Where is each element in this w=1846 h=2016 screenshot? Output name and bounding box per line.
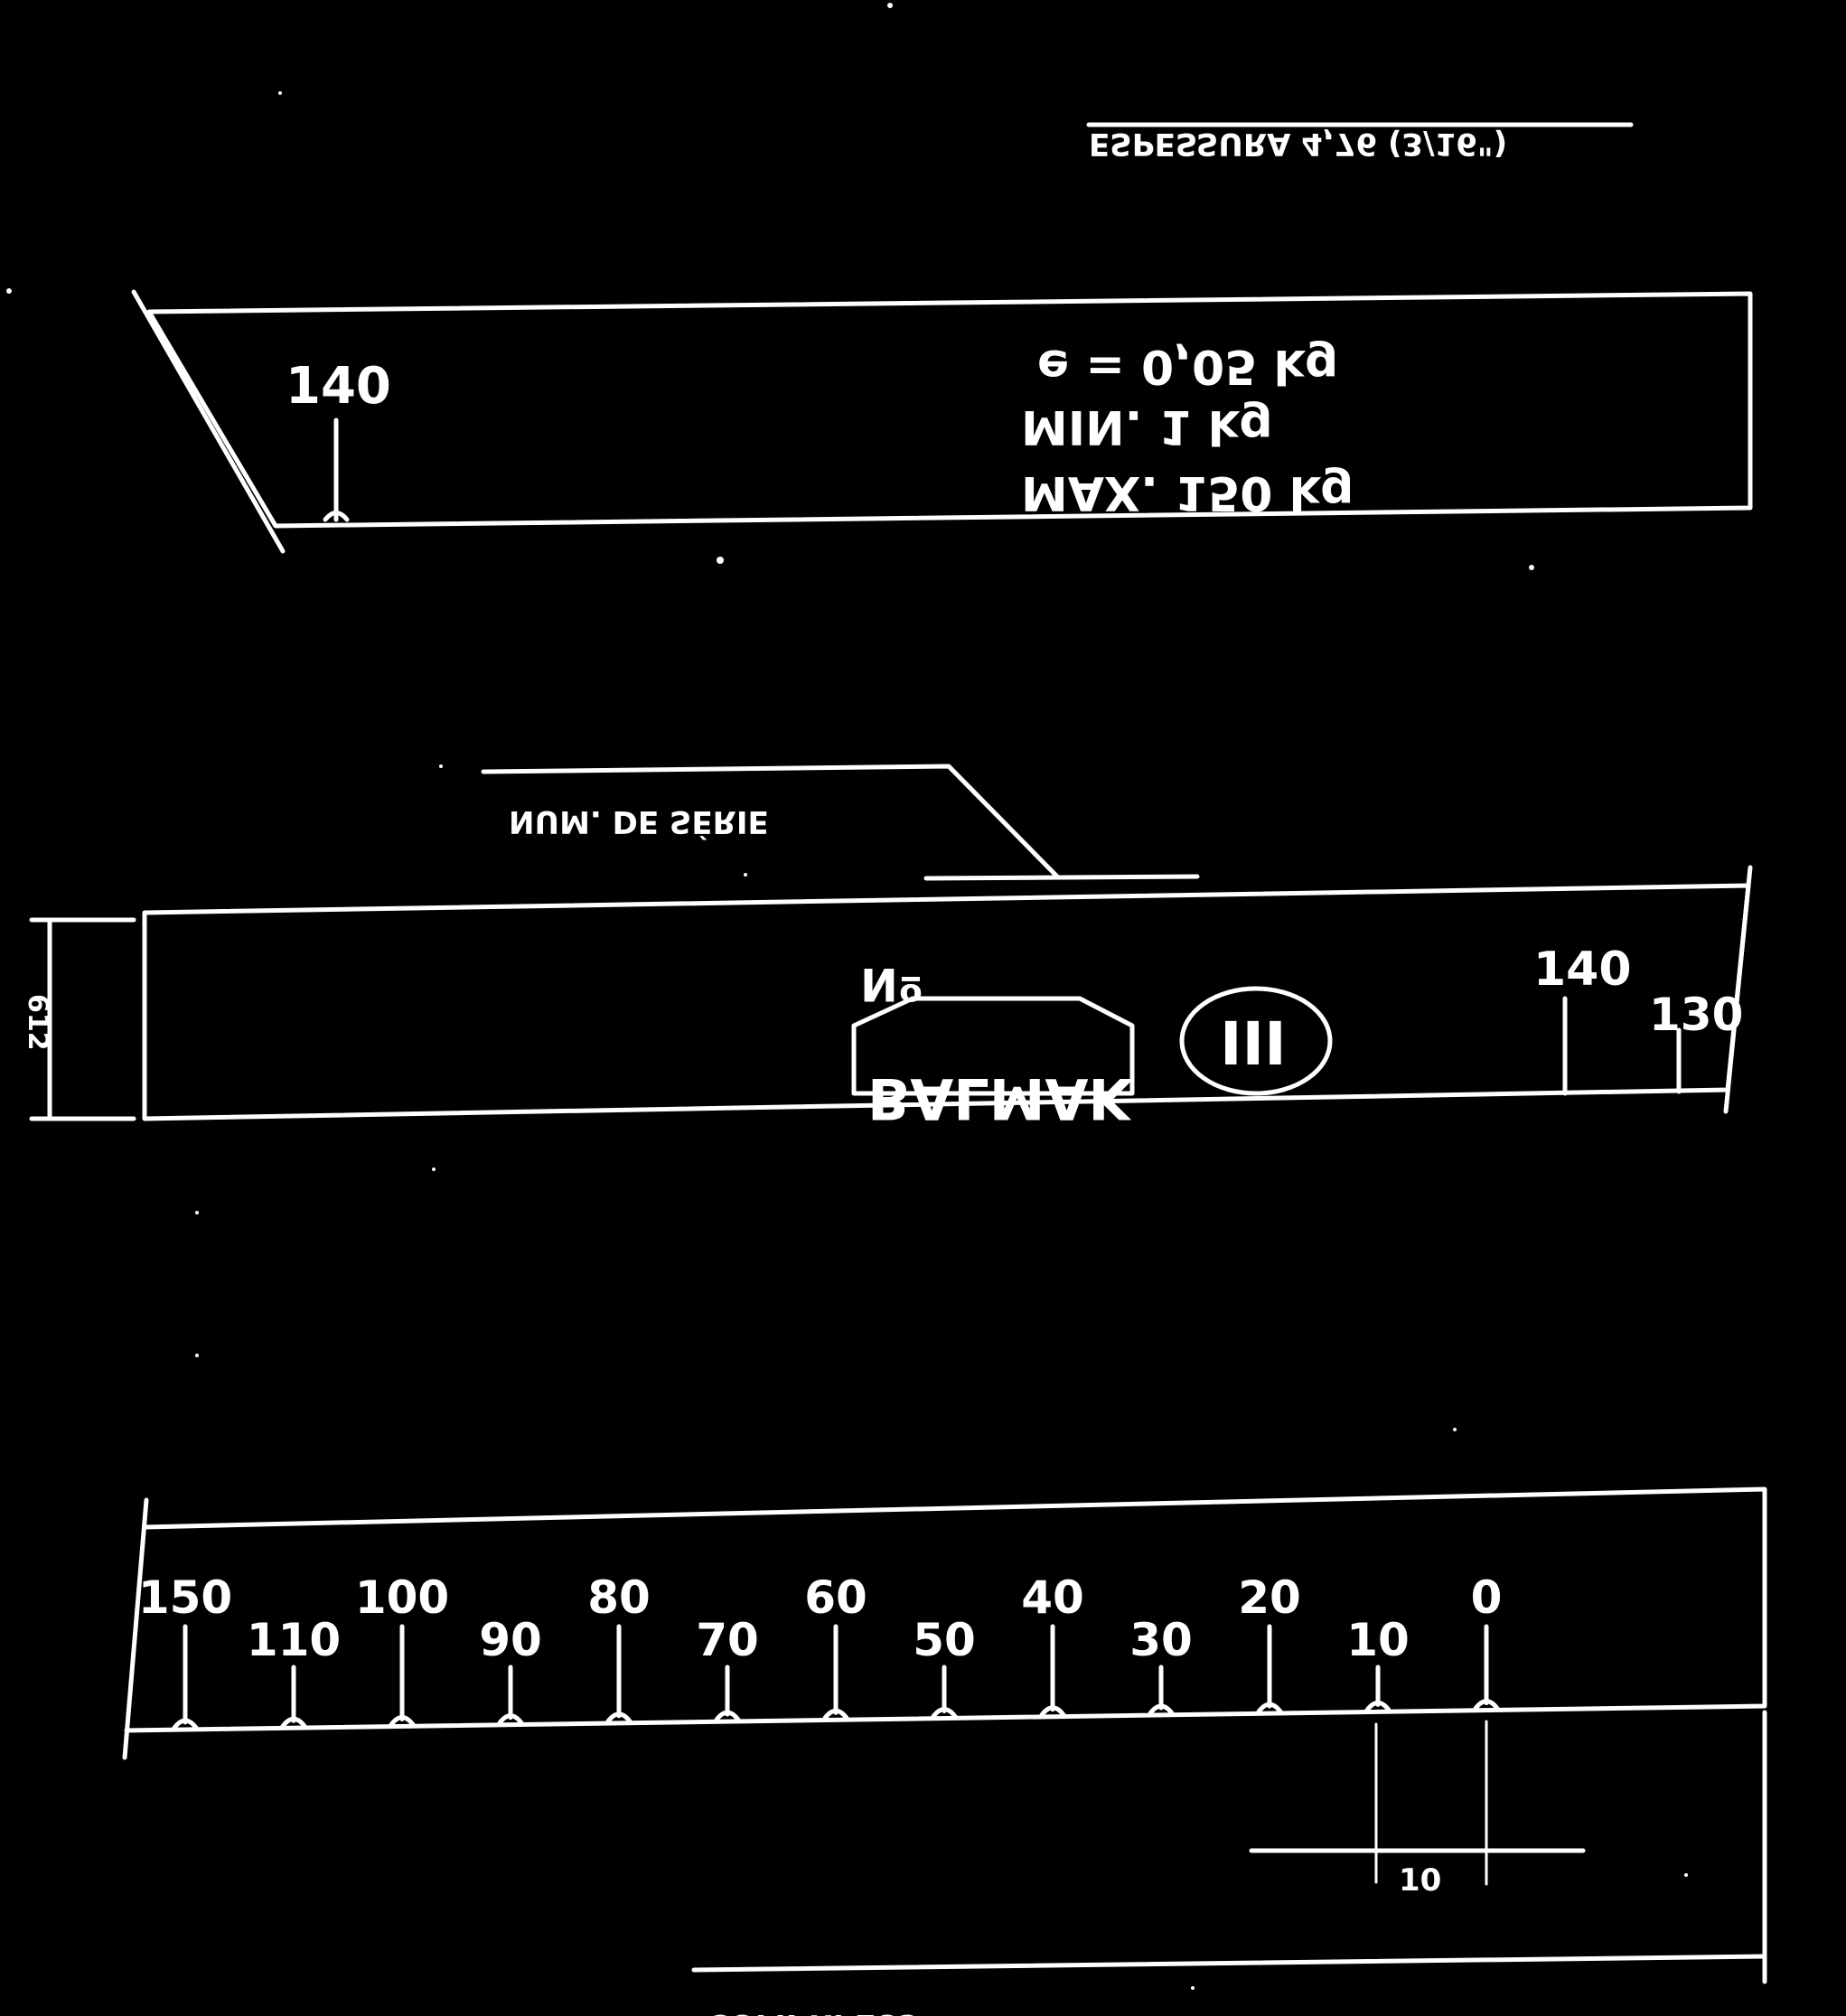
- scale-label-50: 50: [913, 1614, 976, 1666]
- serial-callout-leader: [481, 764, 1060, 879]
- scale-tick-notch-80: [605, 1711, 633, 1724]
- top-tick-140-notch: [323, 511, 350, 522]
- scale-tick-notch-90: [497, 1713, 524, 1726]
- scale-tick-notch-30: [1148, 1703, 1175, 1716]
- scale-tick-notch-40: [1039, 1705, 1066, 1718]
- scale-label-150: 150: [138, 1571, 232, 1624]
- scale-label-0: 0: [1471, 1571, 1503, 1624]
- middle-scale-130: 130: [1649, 989, 1743, 1041]
- scale-label-20: 20: [1238, 1571, 1301, 1624]
- scale-label-80: 80: [587, 1571, 651, 1624]
- middle-plate: NUM. DE SÉRIE 612 Nº BALMAK III 140 130: [22, 764, 1753, 1131]
- thickness-note: ESPESSURA 4,76 (3/16"): [1086, 122, 1634, 162]
- scale-label-60: 60: [804, 1571, 867, 1624]
- middle-plate-break-line: [1723, 865, 1753, 1114]
- scale-tick-notch-70: [714, 1710, 741, 1722]
- class-mark: III: [1220, 1009, 1287, 1079]
- brand-text: BALMAK: [867, 1065, 1133, 1131]
- scale-tick-notch-100: [389, 1714, 416, 1727]
- scale-label-70: 70: [696, 1614, 759, 1666]
- scale-tick-notch-60: [822, 1708, 849, 1721]
- scale-label-30: 30: [1129, 1614, 1193, 1666]
- top-plate-break-line: [131, 289, 286, 554]
- number-label: Nº: [860, 958, 923, 1010]
- scale-tick-notch-20: [1256, 1702, 1283, 1714]
- top-plate: 140 e = 0,05 kg MIN. 1 kg MAX. 150 kg: [131, 289, 1753, 554]
- spacing-dim-value: 10: [1399, 1862, 1441, 1899]
- scale-label-100: 100: [355, 1571, 449, 1624]
- thickness-label: ESPESSURA 4,76 (3/16"): [1089, 126, 1507, 162]
- scale-tick-notch-110: [280, 1716, 307, 1729]
- scale-tick-notch-0: [1473, 1699, 1500, 1711]
- capacity-e: e = 0,05 kg: [1037, 339, 1338, 393]
- scale-tick-notch-50: [931, 1707, 958, 1720]
- length-dim-line: [691, 1954, 1767, 1973]
- top-plate-outline: [146, 291, 1753, 529]
- serial-callout-shelf: [923, 874, 1200, 881]
- scale-tick-notch-10: [1364, 1700, 1392, 1712]
- height-dim-text-group: 612: [22, 994, 53, 1051]
- top-scale-140: 140: [286, 357, 391, 416]
- scale-label-40: 40: [1021, 1571, 1084, 1624]
- capacity-min: MIN. 1 kg: [1021, 399, 1273, 454]
- length-label-group: COMPR. 285: [707, 2007, 919, 2016]
- length-label: COMPR. 285: [707, 2007, 919, 2016]
- scale-tick-notch-150: [172, 1718, 199, 1730]
- scale-ticks: [172, 1624, 1500, 1730]
- scale-label-90: 90: [479, 1614, 542, 1666]
- brand-badge: [851, 996, 1135, 1096]
- scale-label-110: 110: [247, 1614, 341, 1666]
- scale-label-10: 10: [1346, 1614, 1410, 1666]
- speckles: [6, 3, 1688, 1990]
- bottom-plate-break-line: [122, 1497, 149, 1760]
- capacity-block: e = 0,05 kg MIN. 1 kg MAX. 150 kg: [1021, 339, 1354, 520]
- brand-text-group: BALMAK: [867, 1065, 1133, 1131]
- number-label-group: Nº: [860, 958, 923, 1010]
- serial-callout-group: NUM. DE SÉRIE: [509, 803, 769, 840]
- bottom-plate-outline: [124, 1486, 1767, 1733]
- height-dim-value: 612: [22, 994, 53, 1051]
- class-mark-ellipse: [1179, 986, 1333, 1096]
- serial-callout-label: NUM. DE SÉRIE: [509, 803, 769, 840]
- capacity-max: MAX. 150 kg: [1021, 465, 1354, 520]
- middle-scale-140: 140: [1533, 942, 1632, 997]
